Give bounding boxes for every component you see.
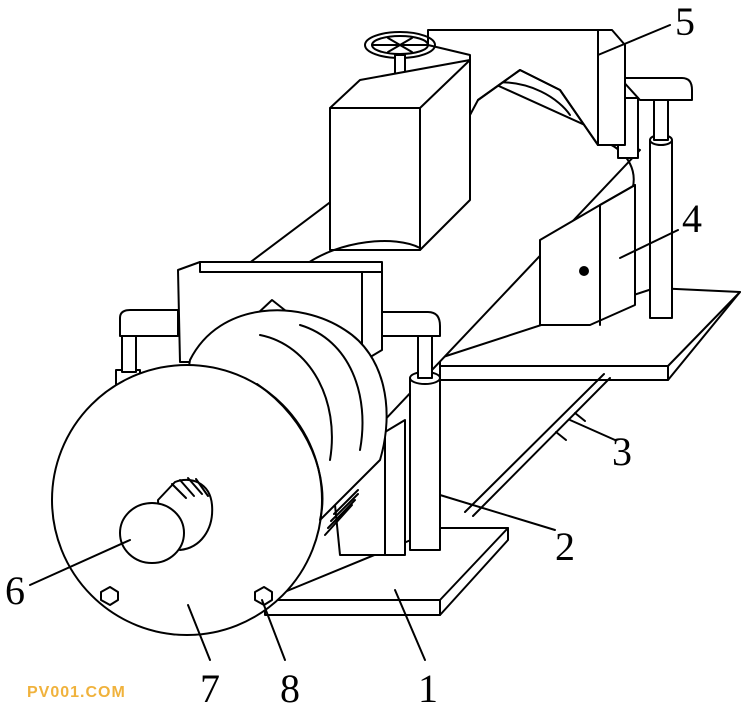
- rear-posts: [617, 77, 693, 319]
- leader-lines: [29, 24, 679, 661]
- part-labels: 6 7 8 1 2 3 4 5: [5, 0, 702, 711]
- front-pillar: [377, 311, 441, 551]
- upper-box: [304, 59, 471, 266]
- label-5: 5: [675, 0, 695, 44]
- label-8: 8: [280, 666, 300, 711]
- rear-clamp: [427, 29, 626, 146]
- guide-rod: [464, 373, 611, 517]
- label-2: 2: [555, 524, 575, 569]
- label-3: 3: [612, 429, 632, 474]
- label-4: 4: [682, 196, 702, 241]
- watermark: PV001.COM: [27, 684, 126, 701]
- label-7: 7: [200, 666, 220, 711]
- bolts: [100, 586, 273, 606]
- rear-support-block: [539, 184, 636, 326]
- label-6: 6: [5, 568, 25, 613]
- label-1: 1: [418, 666, 438, 711]
- splined-shaft: [119, 477, 214, 564]
